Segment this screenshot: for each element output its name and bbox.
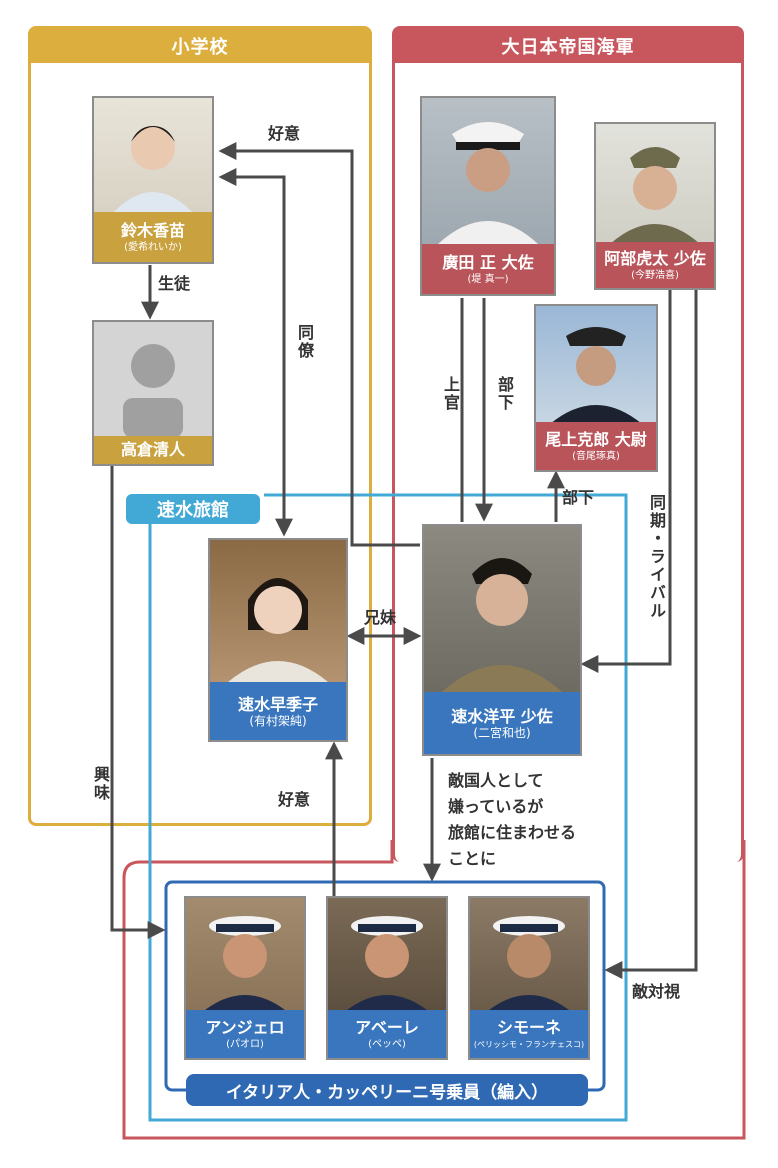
simone-caption: シモーネ (ペリッシモ・フランチェスコ) — [470, 1010, 588, 1058]
douryou-line — [218, 168, 293, 537]
abele-caption: アベーレ (ペッペ) — [328, 1010, 446, 1058]
abele-actor: (ペッペ) — [368, 1038, 406, 1050]
navy-group: 大日本帝国海軍 — [392, 26, 744, 862]
relation-douki: 同期・ライバル — [647, 494, 666, 620]
tekitaishi-line — [604, 290, 698, 979]
card-yohei: 速水洋平 少佐 (二宮和也) — [422, 524, 582, 756]
army-officer-icon — [610, 147, 700, 244]
sailor-icon — [342, 916, 432, 1014]
ogami-name: 尾上克郎 大尉 — [545, 429, 647, 449]
yohei-caption: 速水洋平 少佐 (二宮和也) — [424, 692, 580, 754]
card-simone: シモーネ (ペリッシモ・フランチェスコ) — [468, 896, 590, 1060]
angelo-caption: アンジェロ (パオロ) — [186, 1010, 304, 1058]
ogami-actor: (音尾琢真) — [572, 450, 620, 462]
suzuki-name: 鈴木香苗 — [120, 220, 185, 240]
card-sakiko: 速水早季子 (有村架純) — [208, 538, 348, 742]
relation-kyoumai: 兄妹 — [364, 608, 397, 627]
abe-actor: (今野浩喜) — [631, 269, 679, 281]
navy-officer-icon — [550, 327, 642, 424]
relation-buka2: 部下 — [562, 488, 595, 507]
card-suzuki: 鈴木香苗 (愛希れいか) — [92, 96, 214, 264]
simone-photo — [470, 898, 588, 1014]
italian-label: イタリア人・カッペリーニ号乗員（編入） — [186, 1074, 588, 1106]
sakiko-actor: (有村架純) — [249, 713, 307, 728]
angelo-name: アンジェロ — [205, 1017, 285, 1037]
card-takakura: 高倉清人 — [92, 320, 214, 466]
card-abele: アベーレ (ペッペ) — [326, 896, 448, 1060]
suzuki-caption: 鈴木香苗 (愛希れいか) — [94, 212, 212, 262]
yohei-photo — [424, 526, 580, 692]
abe-photo — [596, 124, 714, 244]
relation-buka1: 部下 — [495, 376, 514, 412]
abele-photo — [328, 898, 446, 1014]
hirota-caption: 廣田 正 大佐 (堤 真一) — [422, 244, 554, 294]
koui-top-line — [218, 142, 420, 547]
ryokan-label: 速水旅館 — [126, 494, 260, 524]
angelo-photo — [186, 898, 304, 1014]
relation-koui-bottom: 好意 — [278, 790, 311, 809]
card-abe: 阿部虎太 少佐 (今野浩喜) — [594, 122, 716, 290]
person-silhouette-icon — [112, 126, 194, 214]
relation-koui-top: 好意 — [268, 124, 301, 143]
navy-officer-icon — [438, 122, 538, 244]
sakiko-caption: 速水早季子 (有村架純) — [210, 682, 346, 740]
relation-seito: 生徒 — [158, 274, 191, 293]
douki-line — [580, 290, 672, 673]
takakura-photo — [94, 322, 212, 438]
takakura-caption: 高倉清人 — [94, 436, 212, 464]
sakiko-name: 速水早季子 — [237, 694, 318, 714]
suzuki-actor: (愛希れいか) — [124, 241, 182, 253]
yohei-name: 速水洋平 少佐 — [451, 706, 553, 726]
hirota-actor: (堤 真一) — [467, 273, 509, 285]
simone-name: シモーネ — [496, 1017, 561, 1037]
ryokan-frame — [148, 493, 628, 1122]
school-title: 小学校 — [31, 29, 369, 63]
sailor-icon — [200, 916, 290, 1014]
navy-title: 大日本帝国海軍 — [395, 29, 741, 63]
angelo-actor: (パオロ) — [226, 1038, 264, 1050]
navy-frame-extension — [122, 840, 746, 1140]
sakiko-photo — [210, 540, 346, 682]
ogami-caption: 尾上克郎 大尉 (音尾琢真) — [536, 422, 656, 470]
abe-caption: 阿部虎太 少佐 (今野浩喜) — [596, 242, 714, 288]
kyoumi-line — [110, 465, 166, 939]
person-silhouette-icon — [228, 578, 328, 682]
ogami-photo — [536, 306, 656, 424]
card-hirota: 廣田 正 大佐 (堤 真一) — [420, 96, 556, 296]
suzuki-photo — [94, 98, 212, 214]
school-group: 小学校 — [28, 26, 372, 826]
simone-actor: (ペリッシモ・フランチェスコ) — [473, 1039, 585, 1049]
hirota-photo — [422, 98, 554, 244]
sailor-icon — [484, 916, 574, 1014]
relation-joukan: 上官 — [441, 376, 460, 412]
relation-tekikoku: 敵国人として 嫌っているが 旅館に住まわせる ことに — [448, 771, 577, 868]
relation-tekitaishi: 敵対視 — [632, 982, 681, 1001]
takakura-name: 高倉清人 — [120, 440, 185, 459]
relation-douryou: 同僚 — [295, 324, 314, 360]
relation-kyoumi: 興味 — [91, 766, 110, 802]
card-ogami: 尾上克郎 大尉 (音尾琢真) — [534, 304, 658, 472]
card-angelo: アンジェロ (パオロ) — [184, 896, 306, 1060]
person-silhouette-icon — [442, 558, 562, 692]
hirota-name: 廣田 正 大佐 — [442, 252, 534, 272]
abele-name: アベーレ — [355, 1017, 419, 1037]
abe-name: 阿部虎太 少佐 — [604, 248, 706, 268]
yohei-actor: (二宮和也) — [473, 725, 531, 740]
default-avatar-icon — [123, 344, 183, 438]
